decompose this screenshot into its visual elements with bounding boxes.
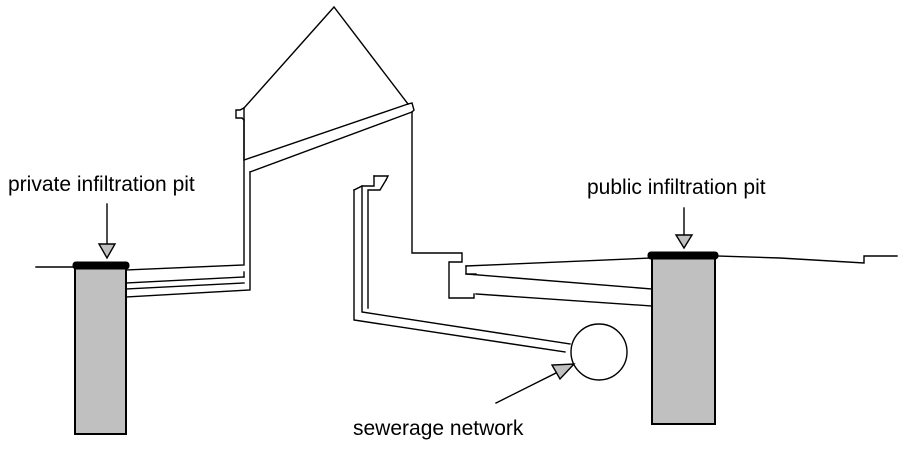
- private-pit-pointer-arrow: [97, 203, 117, 260]
- ground-line-right: [715, 255, 898, 264]
- right-gutter: [407, 102, 415, 113]
- private-pit-label: private infiltration pit: [8, 173, 195, 196]
- private-infiltration-pit: [72, 261, 130, 435]
- public-infiltration-pit: [647, 251, 719, 425]
- left-gutter: [235, 107, 245, 121]
- sewerage-pointer-arrow: [495, 363, 576, 404]
- sewerage-manhole: [570, 323, 628, 381]
- public-drain-pipe: [465, 257, 653, 307]
- public-pit-label: public infiltration pit: [587, 176, 766, 199]
- house-right-wall: [411, 111, 475, 299]
- sewer-pipe: [353, 175, 571, 353]
- house-roof: [243, 5, 413, 173]
- left-downspout-pipe: [125, 119, 251, 298]
- sewerage-network-label: sewerage network: [353, 417, 524, 440]
- public-pit-pointer-arrow: [674, 207, 694, 250]
